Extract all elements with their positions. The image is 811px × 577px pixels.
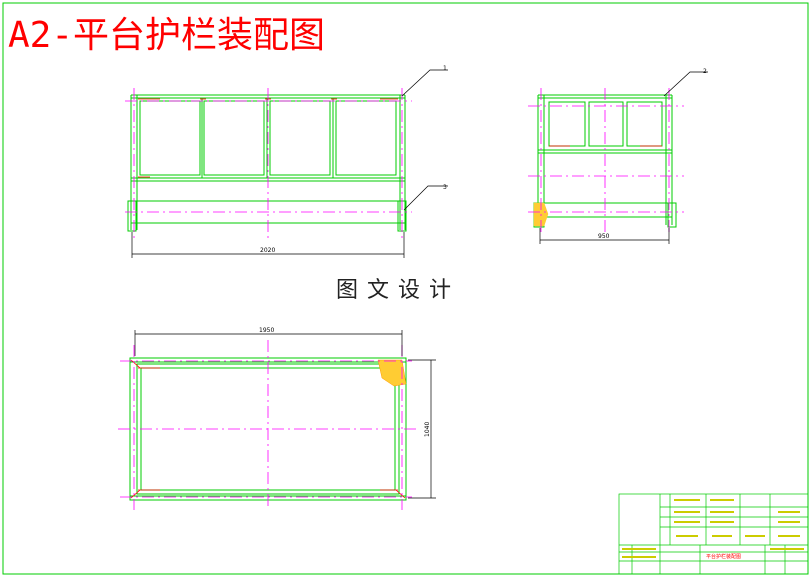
side-view <box>528 71 708 244</box>
dim-front-width: 2020 <box>260 247 275 254</box>
front-view <box>125 69 448 258</box>
title-block <box>618 493 809 575</box>
drawing-title: A2-平台护栏装配图 <box>8 15 326 56</box>
hatch-plan-corner <box>377 359 407 387</box>
callout-2: 2 <box>703 68 707 75</box>
title-block-drawing-name: 平台护栏装配图 <box>706 553 741 560</box>
callout-1: 1 <box>443 65 447 72</box>
dim-plan-width: 1950 <box>259 327 274 334</box>
plan-view <box>118 330 436 510</box>
watermark-text: 图文设计 <box>336 278 461 303</box>
dim-side-width: 950 <box>598 233 610 240</box>
dim-plan-depth: 1040 <box>424 422 431 437</box>
callout-3: 3 <box>443 184 447 191</box>
